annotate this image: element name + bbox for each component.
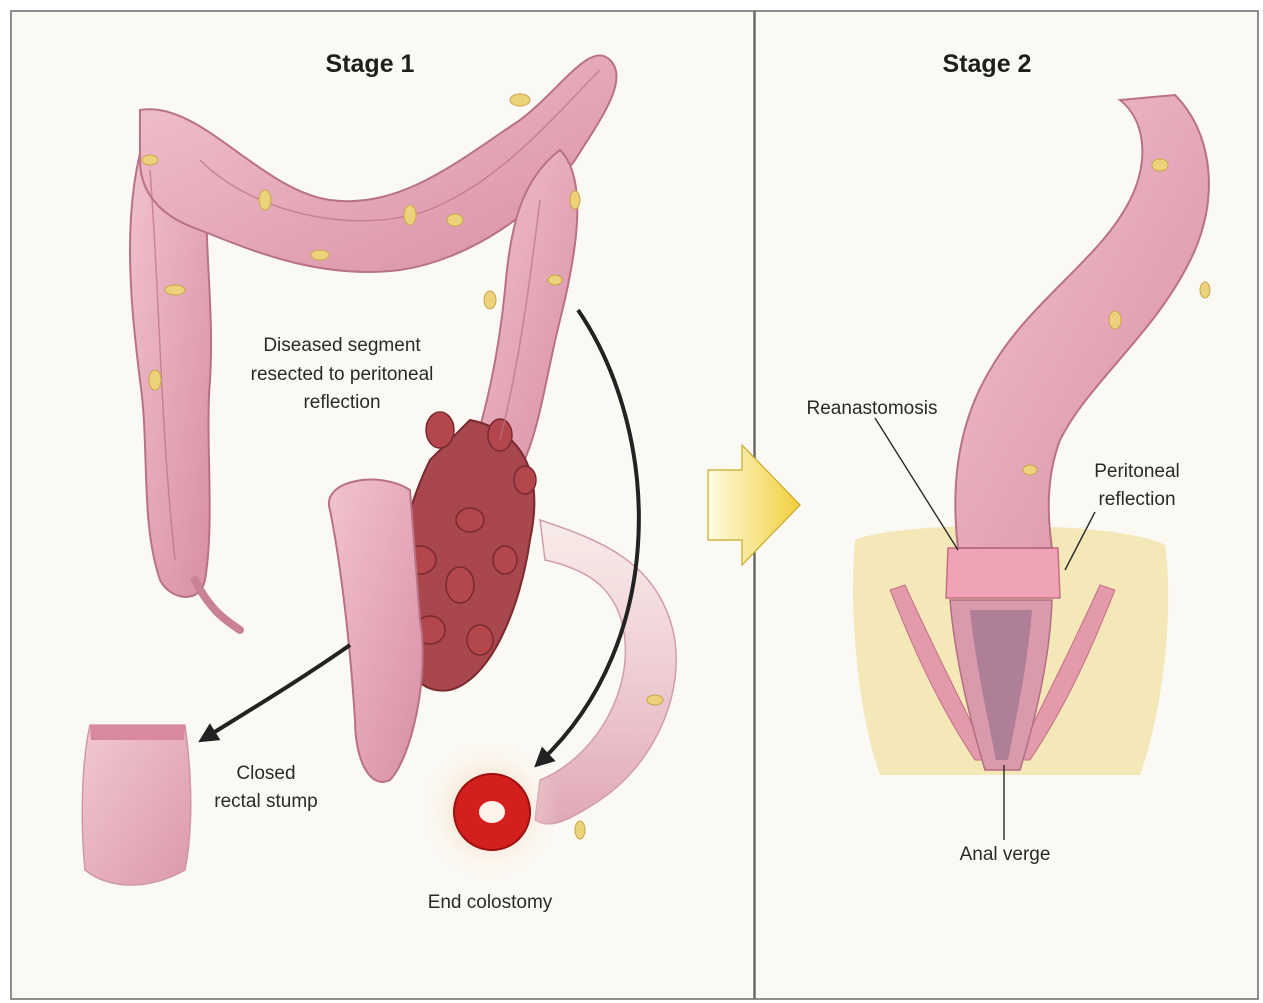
rectal-stump-label-line2: rectal stump — [214, 791, 317, 812]
diseased-segment-label-line2: resected to peritoneal — [251, 364, 434, 385]
anal-verge-label: Anal verge — [960, 844, 1051, 865]
rectal-stump-label-line1: Closed — [236, 763, 295, 784]
end-colostomy-label: End colostomy — [428, 892, 553, 913]
end-colostomy-illustration — [420, 740, 560, 880]
stage1-title: Stage 1 — [326, 50, 415, 78]
closed-rectal-stump-illustration — [82, 725, 190, 885]
diseased-segment-label-line1: Diseased segment — [263, 335, 421, 356]
reanastomosis-label: Reanastomosis — [807, 398, 938, 419]
stage2-title: Stage 2 — [943, 50, 1032, 78]
diseased-segment-label-line3: reflection — [303, 392, 380, 413]
peritoneal-reflection-label-line2: reflection — [1098, 489, 1175, 510]
peritoneal-reflection-label-line1: Peritoneal — [1094, 461, 1180, 482]
